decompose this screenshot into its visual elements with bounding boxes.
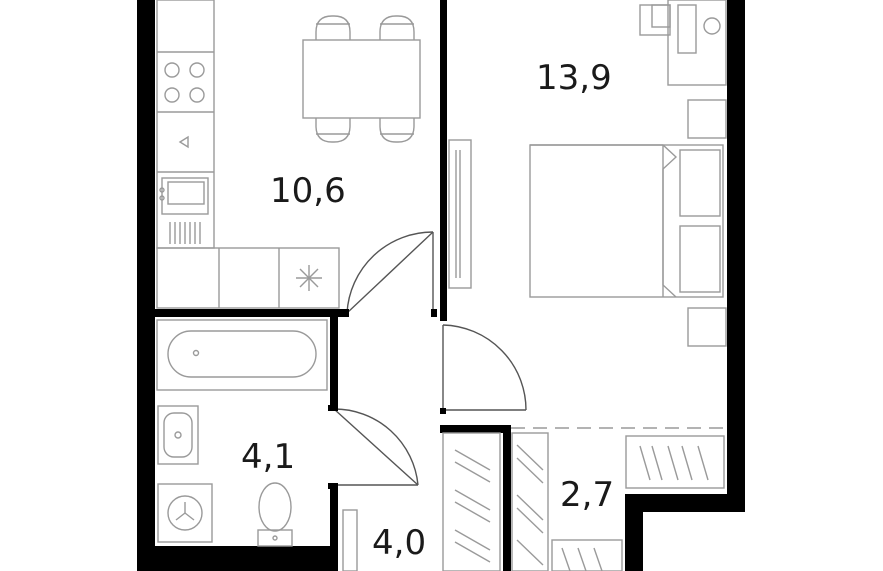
hallway-area-label: 4,0 [372, 523, 426, 563]
washbasin-icon [157, 405, 199, 465]
wall-bedroom-stub [440, 315, 447, 321]
fridge-icon [296, 265, 322, 291]
washing-machine-icon [157, 483, 213, 543]
oven-knob-icon [178, 135, 189, 149]
wall-bedroom-closet [440, 425, 510, 433]
bedroom: 13,9 [448, 0, 727, 347]
outer-wall-right-step [625, 494, 643, 571]
desk-chair-icon [639, 0, 727, 86]
bed-icon [529, 144, 724, 298]
nightstand-top-icon [687, 99, 727, 139]
outer-wall-right-lower [625, 494, 745, 512]
bathtub-icon [156, 319, 328, 391]
hallway-wardrobe-icon [442, 432, 501, 571]
outer-wall-left [137, 0, 155, 571]
bedroom-area-label: 13,9 [536, 58, 612, 98]
wardrobe-area-label: 2,7 [560, 475, 614, 515]
kitchen: 10,6 [156, 0, 421, 309]
toilet-icon [257, 482, 293, 547]
kitchen-lower-counter [156, 247, 340, 309]
shoe-rack-icon [342, 509, 358, 571]
walls [137, 0, 745, 571]
bathroom-door[interactable] [328, 405, 419, 489]
bathroom: 4,1 [156, 319, 328, 547]
stove-icon [164, 62, 205, 103]
wardrobe-rack-bottom-icon [551, 539, 623, 571]
outer-wall-right [727, 0, 745, 512]
wall-bath-hall-lower [330, 485, 338, 571]
bathroom-area-label: 4,1 [241, 437, 295, 477]
wardrobe-rack-right-icon [625, 435, 725, 489]
nightstand-bottom-icon [687, 307, 727, 347]
kitchen-area-label: 10,6 [270, 171, 346, 211]
bedroom-door[interactable] [440, 324, 527, 414]
kitchen-door[interactable] [343, 231, 437, 317]
dishwasher-icon [169, 222, 201, 244]
sink-icon [159, 177, 209, 215]
wall-bath-bottom [155, 546, 335, 571]
wall-kitchen-bedroom [440, 0, 447, 315]
wardrobe-rack-left-icon [511, 432, 549, 571]
dining-table-icon [302, 15, 421, 143]
wall-kitchen-bath [155, 309, 347, 317]
wardrobe-room: 2,7 [511, 427, 727, 571]
wall-bath-hall-upper [330, 317, 338, 409]
hallway: 4,0 [342, 432, 501, 571]
kitchen-counter [156, 0, 215, 249]
wardrobe-panel-icon [448, 139, 472, 289]
wall-closet-vertical [503, 425, 511, 571]
